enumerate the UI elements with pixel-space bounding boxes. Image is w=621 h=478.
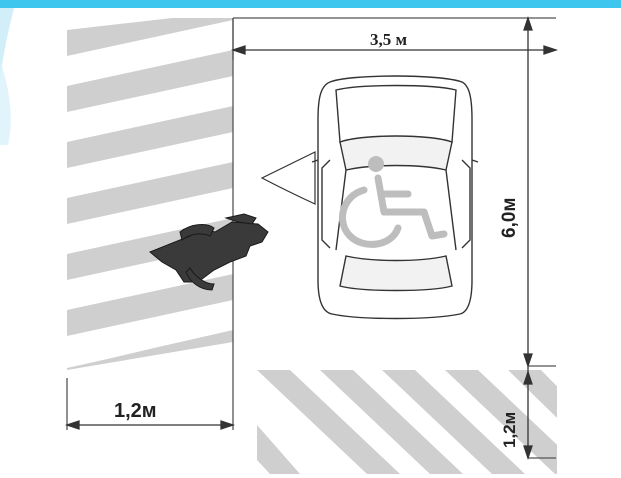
car-door xyxy=(260,151,316,205)
bay-width-label: 3,5 м xyxy=(370,30,408,49)
end-zone-hatching xyxy=(257,370,557,474)
wheelchair-icon xyxy=(339,156,448,248)
wheelchair-user-icon xyxy=(149,213,269,291)
bay-length-label: 6,0м xyxy=(499,197,520,238)
end-zone-label: 1,2м xyxy=(500,411,519,448)
aisle-width-label: 1,2м xyxy=(114,400,157,422)
aisle-hatching xyxy=(67,18,233,370)
dimension-lines xyxy=(64,15,559,461)
